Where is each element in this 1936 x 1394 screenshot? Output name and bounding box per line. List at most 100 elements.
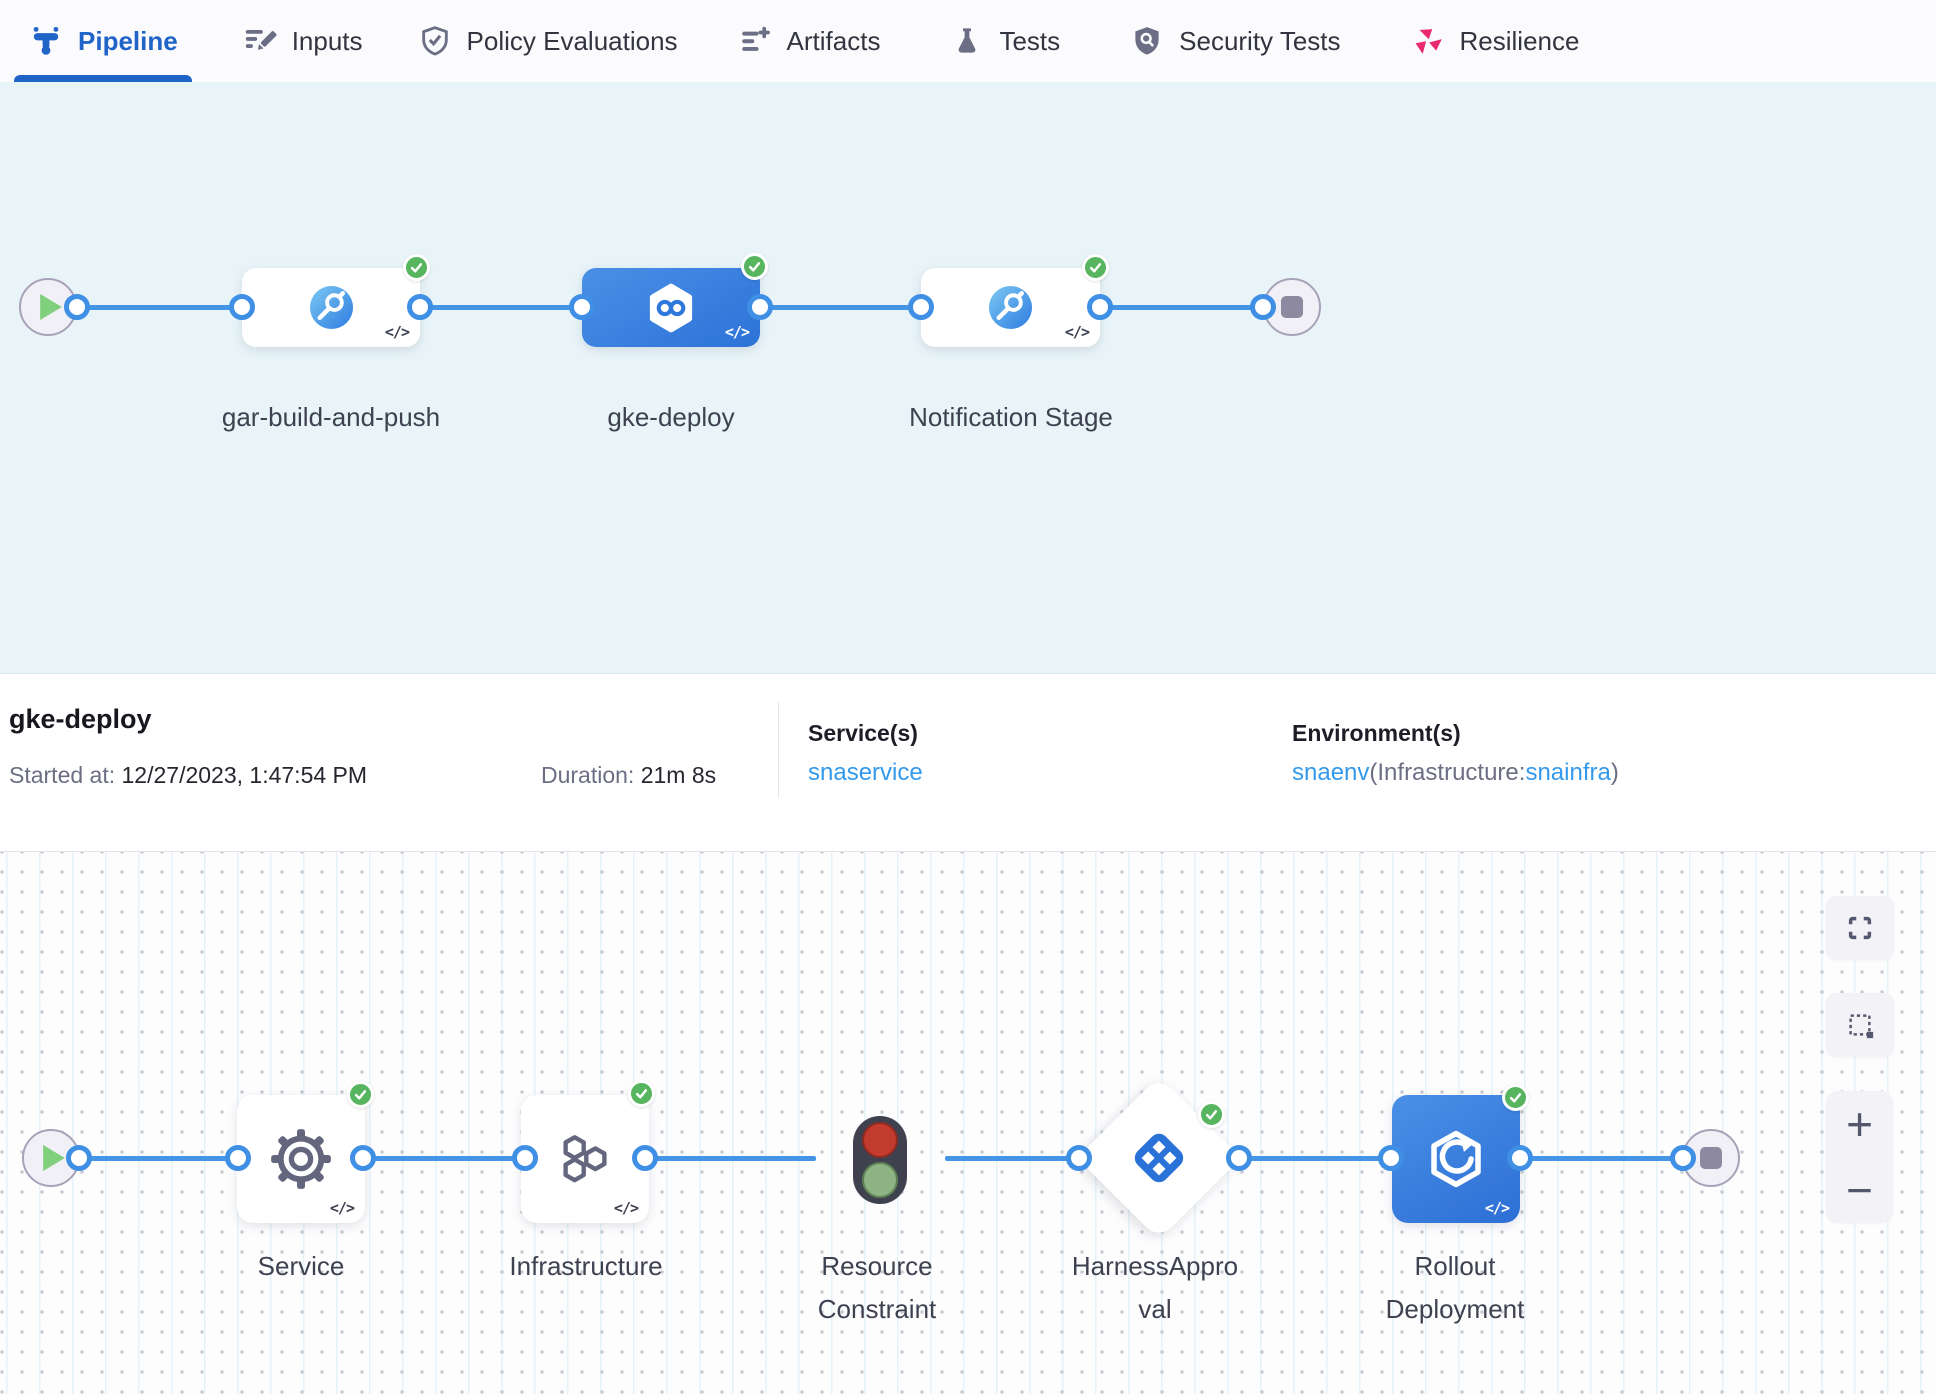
connector-port [1250,294,1276,320]
success-badge [741,253,768,280]
connector-port [1507,1145,1533,1171]
security-shield-icon [1129,23,1165,59]
stage-pipeline-canvas[interactable]: </> </> </> [0,82,1936,673]
tab-policy-evaluations[interactable]: Policy Evaluations [403,0,692,82]
success-badge [1082,254,1109,281]
connector-port [747,294,773,320]
code-chip: </> [1484,1199,1510,1217]
service-link[interactable]: snaservice [808,759,923,786]
selected-stage-name: gke-deploy [9,704,152,734]
stage-label: gar-build-and-push [221,402,441,432]
success-badge [1502,1084,1529,1111]
connector-port [1670,1145,1696,1171]
artifacts-list-plus-icon [737,23,773,59]
connector-port [908,294,934,320]
stop-icon [1281,296,1303,318]
success-badge [1198,1101,1225,1128]
connector-port [64,294,90,320]
tab-security-tests[interactable]: Security Tests [1115,0,1354,82]
stage-details-bar: gke-deploy Started at: 12/27/2023, 1:47:… [0,673,1936,852]
step-card-infrastructure[interactable]: </> [521,1095,649,1223]
infrastructure-link[interactable]: snainfra [1525,759,1611,786]
success-badge [628,1080,655,1107]
connector-port [225,1145,251,1171]
fullscreen-button[interactable] [1826,896,1894,960]
tab-pipeline[interactable]: Pipeline [14,0,192,82]
custom-stage-icon [988,285,1033,330]
infrastructure-suffix: ) [1610,759,1619,786]
connector-port [1378,1145,1404,1171]
tab-inputs[interactable]: Inputs [228,0,377,82]
connector-line [1520,1156,1683,1161]
step-label: Resource Constraint [817,1251,937,1324]
connector-port [407,294,433,320]
fullscreen-icon [1848,916,1872,940]
tab-label: Artifacts [786,25,881,56]
red-light [862,1122,898,1158]
stage-card-gar-build-and-push[interactable]: </> [242,268,420,347]
stage-label: Notification Stage [909,402,1113,432]
stage-label: gke-deploy [607,402,735,432]
selection-marquee-icon [1849,1014,1874,1039]
environments-label: Environment(s) [1292,720,1461,746]
cd-deploy-stage-icon [649,283,693,332]
duration-label: Duration: [541,762,635,788]
flask-icon [949,23,985,59]
code-chip: </> [724,323,750,341]
tab-tests[interactable]: Tests [935,0,1074,82]
connector-port [632,1145,658,1171]
success-badge [403,254,430,281]
green-light [862,1162,898,1198]
connector-port [350,1145,376,1171]
step-card-service[interactable]: </> [237,1095,365,1223]
connector-line [945,1156,1079,1161]
connector-port [1066,1145,1092,1171]
connector-port [1226,1145,1252,1171]
tab-label: Pipeline [78,25,178,56]
tab-label: Tests [999,25,1061,56]
play-icon [39,294,62,320]
code-chip: </> [329,1199,355,1217]
started-at: Started at: 12/27/2023, 1:47:54 PM [9,762,367,789]
code-chip: </> [1064,323,1090,341]
zoom-in-button[interactable]: + [1846,1098,1873,1150]
execution-graph-canvas[interactable]: </> </> [0,852,1936,1394]
step-card-rollout-deployment[interactable]: </> [1392,1095,1520,1223]
resilience-chaos-icon [1410,23,1446,59]
step-label: Service [257,1251,345,1281]
harness-approval-icon [1134,1133,1184,1183]
connector-port [1087,294,1113,320]
stage-card-notification-stage[interactable]: </> [921,268,1100,347]
policy-shield-check-icon [417,23,453,59]
connector-port [229,294,255,320]
connector-line [645,1156,816,1161]
resource-constraint-traffic-light-icon[interactable] [853,1116,907,1204]
service-gear-icon [271,1129,331,1189]
divider [778,702,779,798]
tab-artifacts[interactable]: Artifacts [723,0,895,82]
connector-line [1239,1156,1391,1161]
connector-line [77,305,242,310]
connector-port [512,1145,538,1171]
duration: Duration: 21m 8s [541,762,716,789]
stop-icon [1700,1147,1722,1169]
environment-link[interactable]: snaenv [1292,759,1370,786]
connector-line [420,305,582,310]
rollout-deployment-icon [1431,1130,1481,1188]
step-label: Infrastructure [509,1251,663,1281]
services-label: Service(s) [808,720,918,746]
inputs-icon [242,23,278,59]
tab-label: Security Tests [1179,25,1341,56]
selection-button[interactable] [1826,993,1894,1057]
infrastructure-prefix: (Infrastructure: [1369,759,1526,786]
connector-line [760,305,921,310]
zoom-out-button[interactable]: − [1846,1164,1873,1216]
stage-card-gke-deploy[interactable]: </> [582,268,760,347]
tab-label: Inputs [291,25,363,56]
tab-resilience[interactable]: Resilience [1396,0,1594,82]
step-label: Rollout Deployment [1385,1251,1525,1324]
environment-value: snaenv(Infrastructure:snainfra) [1292,759,1619,787]
infrastructure-hexagons-icon [563,1135,607,1183]
code-chip: </> [613,1199,639,1217]
